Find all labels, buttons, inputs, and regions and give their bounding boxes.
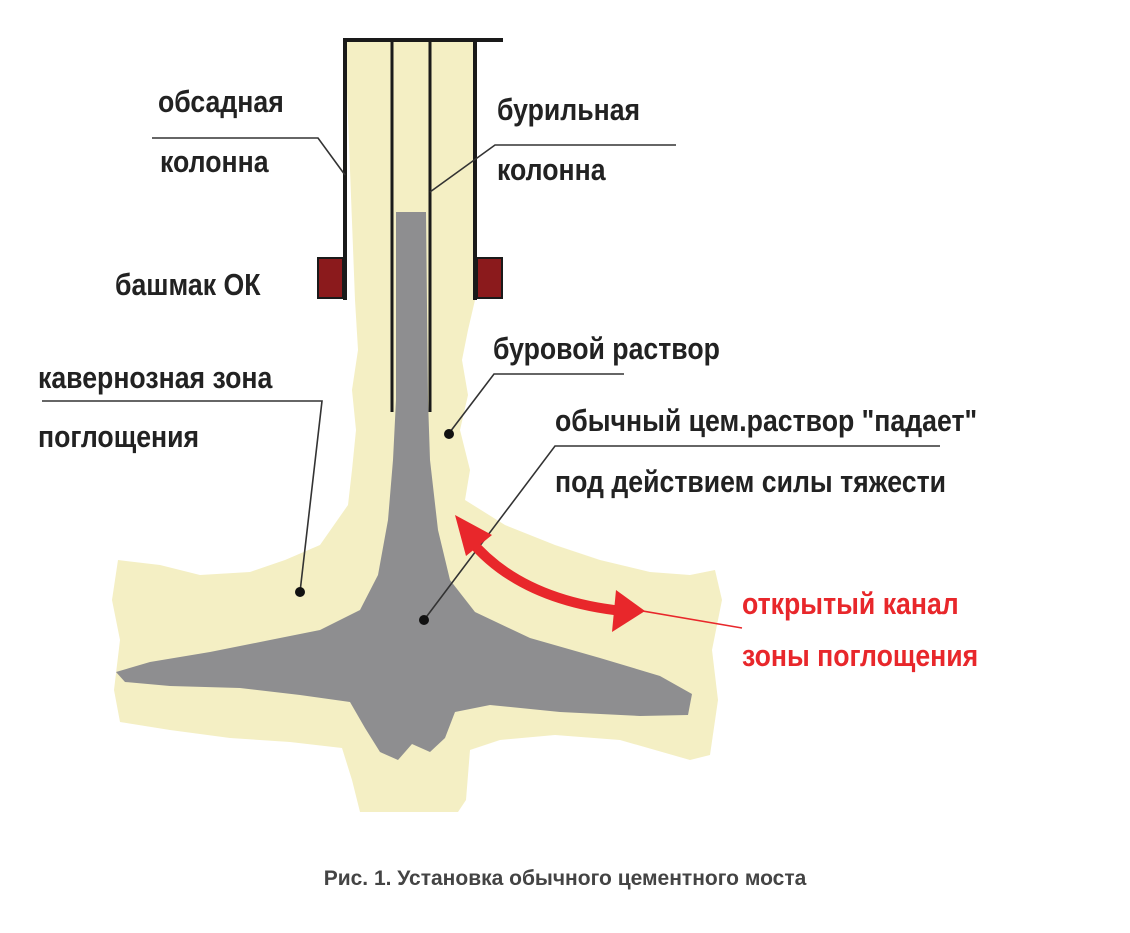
- label-drill-line2: колонна: [497, 152, 606, 187]
- dot-cavern: [295, 587, 305, 597]
- label-cavern-line2: поглощения: [38, 419, 200, 454]
- label-casing-shoe: башмак ОК: [115, 267, 261, 302]
- leader-drill-pipe: [429, 144, 676, 193]
- channel-arrow-body: [466, 536, 623, 616]
- leader-cavern: [42, 400, 323, 593]
- label-channel-line2: зоны поглощения: [742, 638, 979, 673]
- casing-shoe-left: [317, 257, 344, 299]
- figure-caption: Рис. 1. Установка обычного цементного мо…: [323, 867, 807, 890]
- label-cement-line2: под действием силы тяжести: [555, 464, 947, 499]
- dot-mud: [444, 429, 454, 439]
- label-cement-line1: обычный цем.раствор "падает": [555, 403, 978, 438]
- leader-casing: [152, 137, 346, 176]
- dot-cement: [419, 615, 429, 625]
- label-drill-line1: бурильная: [497, 92, 641, 127]
- label-casing-line2: колонна: [160, 144, 269, 179]
- label-cavern-line1: кавернозная зона: [38, 360, 273, 395]
- casing-shoe-right: [476, 257, 503, 299]
- channel-arrow-head-right: [612, 590, 645, 632]
- label-casing-line1: обсадная: [158, 84, 284, 119]
- leader-channel: [624, 607, 743, 629]
- label-channel-line1: открытый канал: [742, 586, 959, 621]
- label-drilling-mud: буровой раствор: [493, 331, 720, 366]
- leader-cement: [423, 445, 940, 621]
- channel-arrow-head-up: [455, 515, 492, 556]
- cement-slurry: [116, 212, 692, 760]
- leader-mud: [449, 373, 624, 433]
